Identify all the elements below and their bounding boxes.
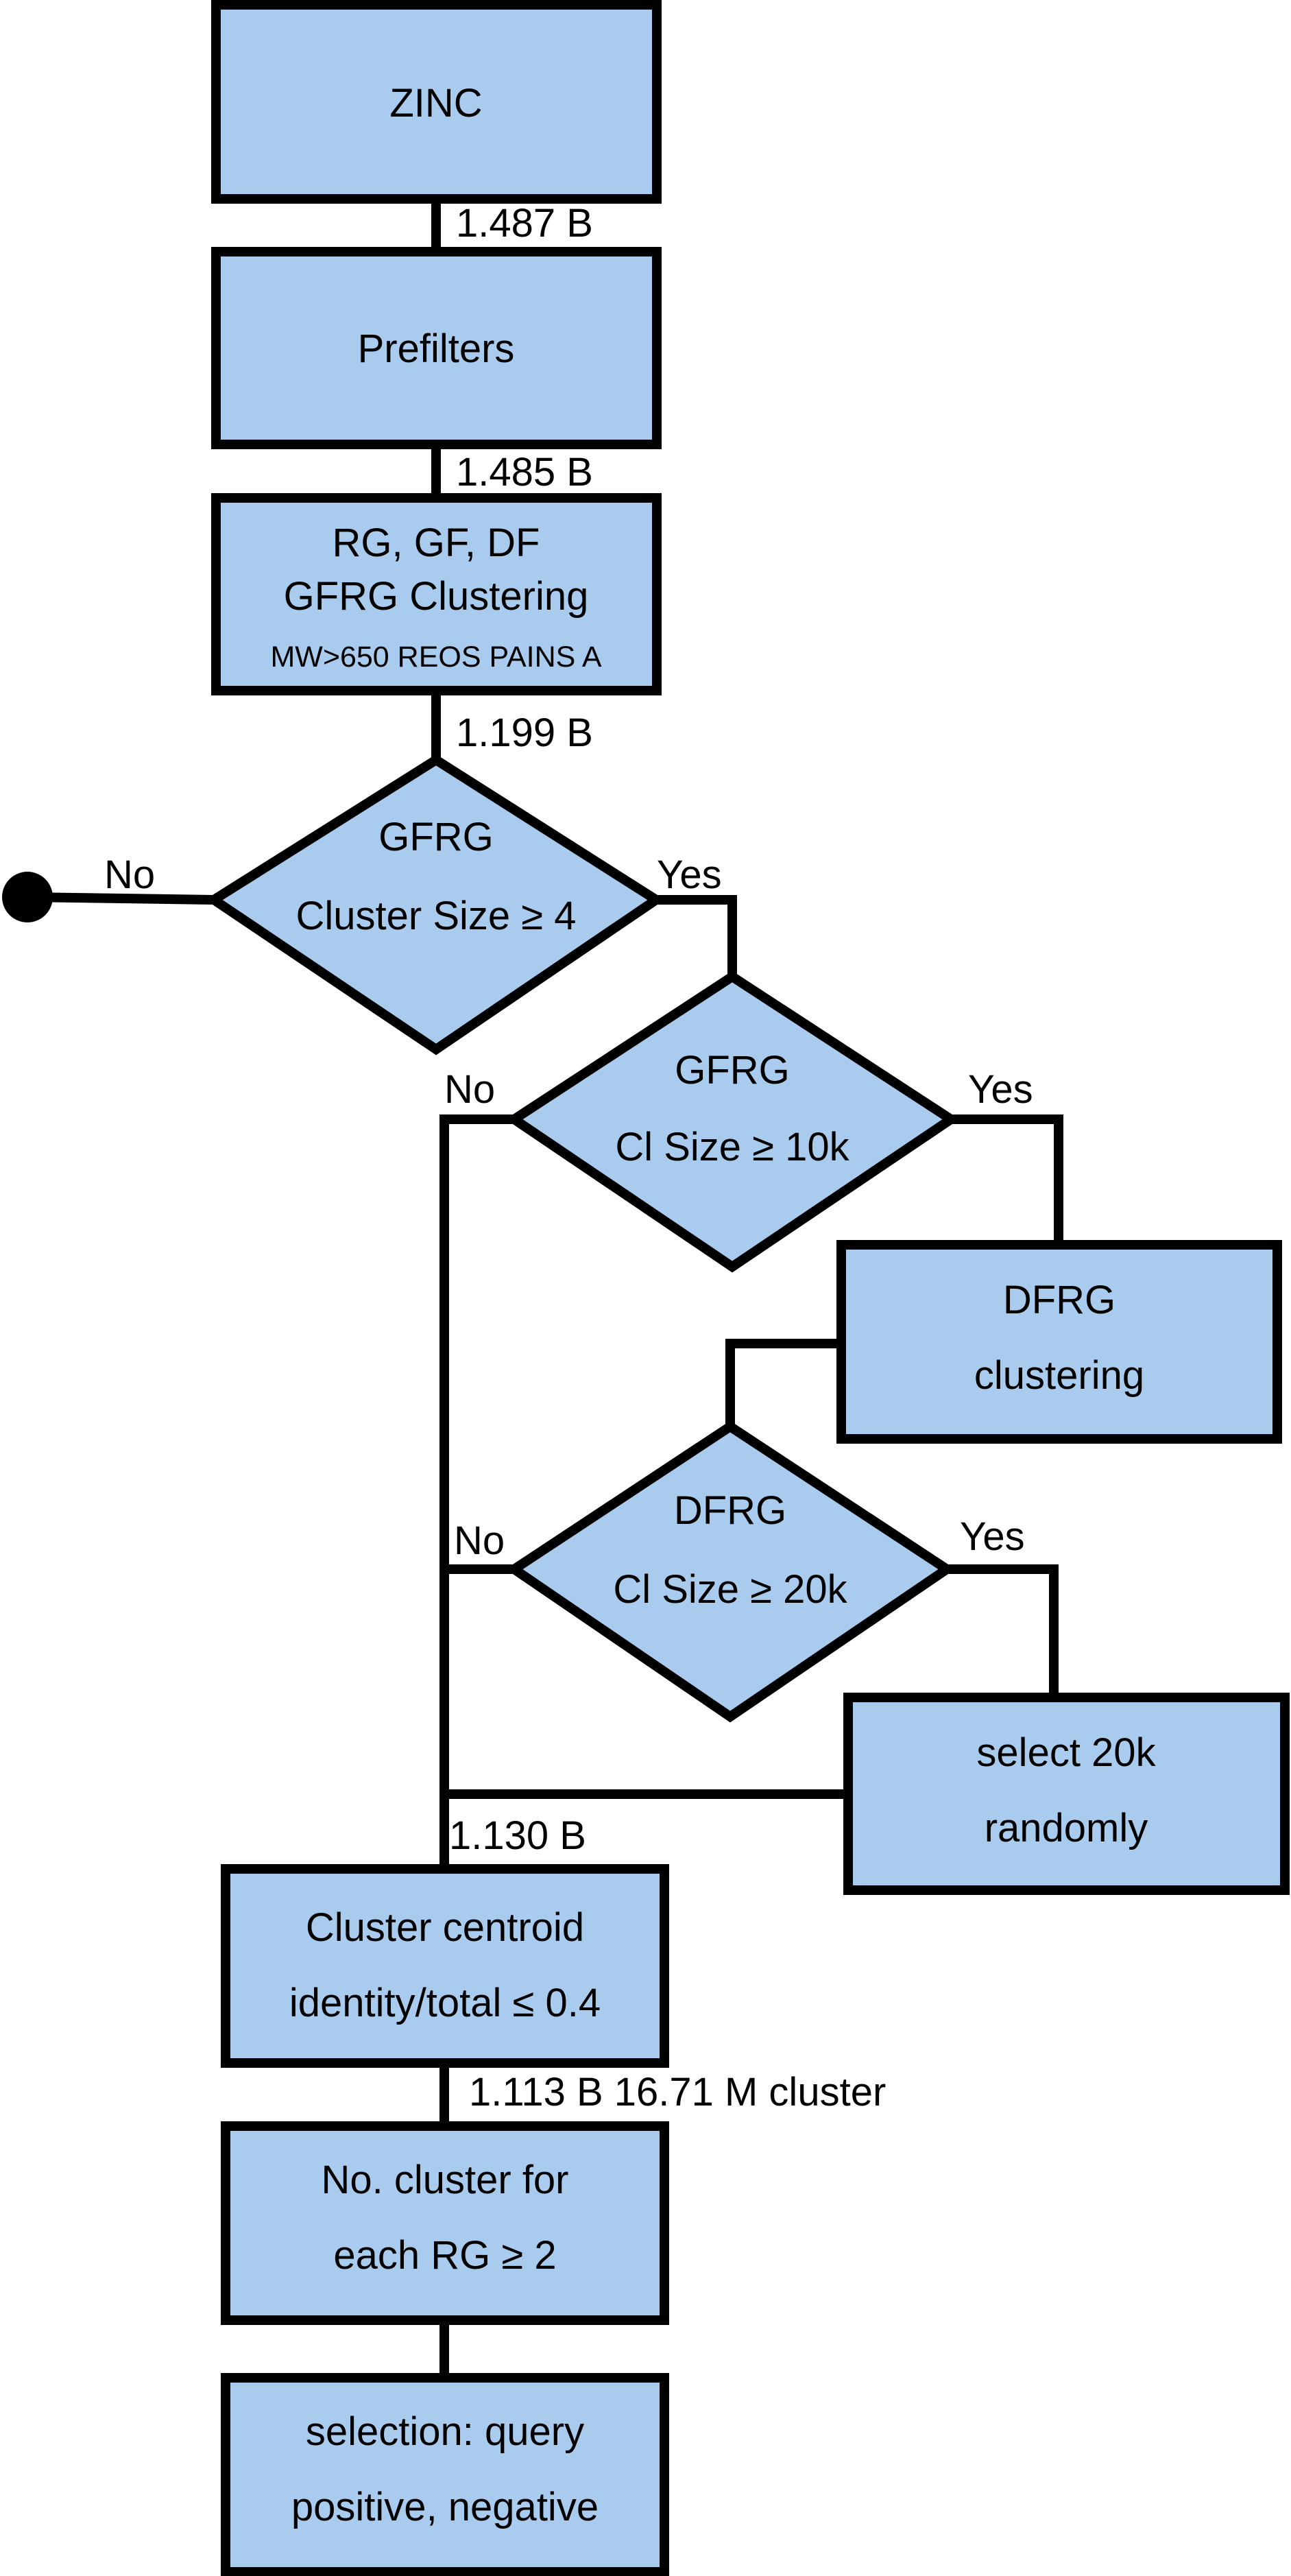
- edge-labels: 1.487 B 1.485 B 1.199 B 1.130 B 1.113 B …: [104, 201, 1033, 2114]
- connectors: [2, 199, 1063, 2378]
- edge-dfrg-clustering-decision3: [725, 1339, 841, 1427]
- node-label-line-2: each RG ≥ 2: [333, 2233, 556, 2278]
- node-label-line-3: MW>650 REOS PAINS A: [270, 641, 601, 673]
- node-prefilters: Prefilters: [211, 247, 662, 449]
- process-box: [221, 2121, 669, 2325]
- edge-decision3-yes: [947, 1564, 1059, 1697]
- node-label-line-1: selection: query: [306, 2409, 584, 2454]
- node-label-line-2: Cluster Size ≥ 4: [296, 894, 577, 938]
- branch-label-no: No: [444, 1067, 495, 1112]
- node-label-line-2: identity/total ≤ 0.4: [289, 1981, 601, 2025]
- count-label-clustering: 1.199 B: [456, 711, 593, 755]
- count-label-centroid: 1.113 B 16.71 M cluster: [469, 2070, 886, 2114]
- node-label-line-1: GFRG: [378, 815, 494, 859]
- node-label-line-2: Cl Size ≥ 10k: [615, 1125, 849, 1169]
- node-label: Prefilters: [358, 326, 515, 371]
- node-clustering: RG, GF, DF GFRG Clustering MW>650 REOS P…: [211, 493, 662, 695]
- node-dfrg-cl-size-20k: DFRG Cl Size ≥ 20k: [505, 1420, 956, 1723]
- node-centroid-identity: Cluster centroid identity/total ≤ 0.4: [221, 1864, 669, 2068]
- branch-label-yes: Yes: [960, 1514, 1025, 1559]
- node-label-line-1: DFRG: [674, 1488, 786, 1533]
- node-label-line-2: randomly: [985, 1806, 1148, 1850]
- process-box: [221, 2373, 669, 2576]
- node-label-line-1: select 20k: [976, 1730, 1156, 1775]
- node-label-line-1: Cluster centroid: [306, 1905, 584, 1950]
- node-label-line-2: GFRG Clustering: [284, 574, 589, 619]
- count-label-zinc: 1.487 B: [456, 201, 593, 246]
- decision-diamond: [205, 754, 665, 1056]
- decision-diamond: [505, 970, 960, 1273]
- count-label-prefilters: 1.485 B: [456, 450, 593, 494]
- node-gfrg-cl-size-10k: GFRG Cl Size ≥ 10k: [505, 970, 960, 1273]
- node-zinc: ZINC: [211, 0, 662, 204]
- node-no-cluster-rg: No. cluster for each RG ≥ 2: [221, 2121, 669, 2325]
- branch-label-no: No: [104, 852, 155, 897]
- node-select-20k: select 20k randomly: [843, 1693, 1290, 1895]
- process-box: [211, 493, 662, 695]
- node-label-line-2: positive, negative: [291, 2485, 599, 2529]
- decision-diamond: [505, 1420, 956, 1723]
- node-label-line-1: RG, GF, DF: [333, 521, 540, 565]
- process-box: [221, 1864, 669, 2068]
- branch-label-yes: Yes: [968, 1067, 1033, 1112]
- process-box: [211, 247, 662, 449]
- edge-decision1-yes: [656, 895, 737, 977]
- node-label-line-1: DFRG: [1003, 1278, 1115, 1322]
- process-box: [211, 0, 662, 204]
- node-label-line-2: Cl Size ≥ 20k: [613, 1567, 847, 1612]
- terminal-dot: [2, 872, 53, 922]
- node-dfrg-clustering: DFRG clustering: [836, 1240, 1282, 1444]
- count-label-merge: 1.130 B: [449, 1813, 586, 1858]
- branch-label-no: No: [454, 1518, 505, 1563]
- node-label-line-2: clustering: [974, 1353, 1144, 1398]
- edge-decision2-yes: [951, 1114, 1063, 1245]
- branch-label-yes: Yes: [657, 852, 722, 897]
- node-label-line-1: GFRG: [675, 1048, 790, 1093]
- process-box: [836, 1240, 1282, 1444]
- node-selection: selection: query positive, negative: [221, 2373, 669, 2576]
- node-label-line-1: No. cluster for: [322, 2158, 569, 2202]
- edge-decision1-no: [27, 892, 215, 905]
- process-box: [843, 1693, 1290, 1895]
- node-label: ZINC: [389, 81, 482, 126]
- node-gfrg-cluster-size: GFRG Cluster Size ≥ 4: [205, 754, 665, 1056]
- edge-decision2-no: [439, 1114, 514, 1869]
